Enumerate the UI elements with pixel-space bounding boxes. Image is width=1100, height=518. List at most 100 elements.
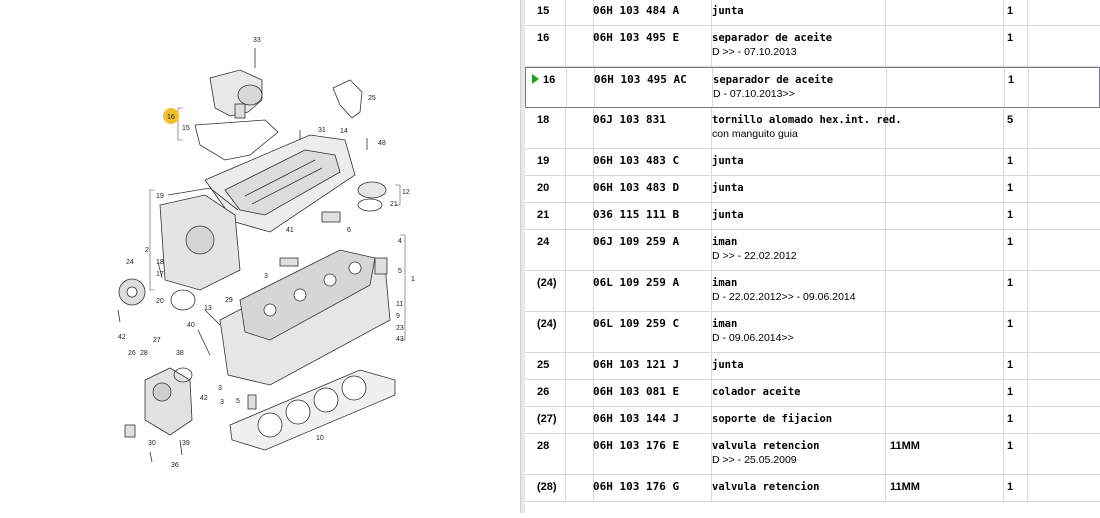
callout: 17 bbox=[156, 271, 164, 278]
column-divider bbox=[711, 108, 712, 148]
column-divider bbox=[886, 68, 887, 107]
oil-cap-drawing bbox=[357, 181, 387, 212]
column-divider bbox=[1027, 108, 1028, 148]
column-divider bbox=[593, 26, 594, 66]
column-divider bbox=[711, 475, 712, 501]
quantity-cell: 1 bbox=[1007, 155, 1014, 167]
column-divider bbox=[565, 176, 566, 202]
callout: 42 bbox=[118, 334, 126, 341]
exploded-parts-diagram: 16 33 25 15 31 14 48 12 21 19 2 41 6 4 2… bbox=[0, 0, 520, 513]
column-divider bbox=[565, 230, 566, 270]
description-cell: junta bbox=[712, 209, 744, 221]
description-detail-cell: D - 09.06.2014>> bbox=[712, 332, 794, 344]
remark-cell: 11MM bbox=[890, 440, 920, 452]
callout: 20 bbox=[156, 298, 164, 305]
callout: 25 bbox=[368, 95, 376, 102]
callout: 12 bbox=[402, 189, 410, 196]
description-cell: tornillo alomado hex.int. red. bbox=[712, 114, 902, 126]
description-cell: iman bbox=[712, 318, 738, 330]
column-divider bbox=[565, 434, 566, 474]
highlight-callout-16[interactable] bbox=[163, 108, 179, 124]
column-divider bbox=[885, 407, 886, 433]
column-divider bbox=[711, 312, 712, 352]
quantity-cell: 1 bbox=[1007, 440, 1014, 452]
column-divider bbox=[593, 203, 594, 229]
column-divider bbox=[593, 176, 594, 202]
part-number-cell: 06L 109 259 A bbox=[593, 276, 680, 289]
part-number-cell: 06H 103 483 D bbox=[593, 181, 680, 194]
column-divider bbox=[1027, 475, 1028, 501]
column-divider bbox=[593, 149, 594, 175]
callout: 3 bbox=[218, 385, 222, 392]
part-number-cell: 06J 103 831 bbox=[593, 113, 666, 126]
callout: 23 bbox=[396, 325, 404, 332]
quantity-cell: 1 bbox=[1007, 182, 1014, 194]
column-divider bbox=[593, 434, 594, 474]
panel-splitter[interactable] bbox=[520, 0, 525, 513]
position-cell: 25 bbox=[537, 359, 550, 371]
callout: 42 bbox=[200, 395, 208, 402]
head-gasket-drawing bbox=[229, 369, 396, 451]
callout: 4 bbox=[398, 238, 402, 245]
callout: 41 bbox=[286, 227, 294, 234]
callout: 29 bbox=[225, 297, 233, 304]
bracket-drawing bbox=[144, 367, 193, 436]
column-divider bbox=[711, 230, 712, 270]
selected-row-arrow-icon bbox=[532, 74, 539, 84]
column-divider bbox=[565, 312, 566, 352]
position-cell: 16 bbox=[543, 74, 556, 86]
column-divider bbox=[1003, 353, 1004, 379]
part-number-cell: 06H 103 495 E bbox=[593, 31, 680, 44]
column-divider bbox=[885, 230, 886, 270]
column-divider bbox=[565, 26, 566, 66]
column-divider bbox=[565, 0, 566, 25]
oil-separator-drawing bbox=[209, 48, 263, 119]
callout: 14 bbox=[340, 128, 348, 135]
column-divider bbox=[593, 353, 594, 379]
callout: 33 bbox=[253, 37, 261, 44]
description-detail-cell: D >> - 22.02.2012 bbox=[712, 250, 797, 262]
column-divider bbox=[885, 271, 886, 311]
column-divider bbox=[566, 68, 567, 107]
column-divider bbox=[565, 380, 566, 406]
description-cell: junta bbox=[712, 5, 744, 17]
position-cell: 16 bbox=[537, 32, 550, 44]
position-cell: 26 bbox=[537, 386, 550, 398]
position-cell: 19 bbox=[537, 155, 550, 167]
description-cell: separador de aceite bbox=[712, 32, 833, 44]
description-cell: junta bbox=[712, 155, 744, 167]
column-divider bbox=[711, 407, 712, 433]
pulley-drawing bbox=[118, 278, 196, 311]
column-divider bbox=[1003, 149, 1004, 175]
callout: 21 bbox=[390, 201, 398, 208]
column-divider bbox=[594, 68, 595, 107]
description-cell: junta bbox=[712, 359, 744, 371]
column-divider bbox=[1027, 0, 1028, 25]
column-divider bbox=[1028, 68, 1029, 107]
column-divider bbox=[885, 0, 886, 25]
description-cell: iman bbox=[712, 236, 738, 248]
callout: 3 bbox=[220, 399, 224, 406]
column-divider bbox=[885, 26, 886, 66]
callout: 30 bbox=[148, 440, 156, 447]
part-number-cell: 06H 103 484 A bbox=[593, 4, 680, 17]
description-cell: separador de aceite bbox=[713, 74, 834, 86]
column-divider bbox=[593, 230, 594, 270]
position-cell: 20 bbox=[537, 182, 550, 194]
